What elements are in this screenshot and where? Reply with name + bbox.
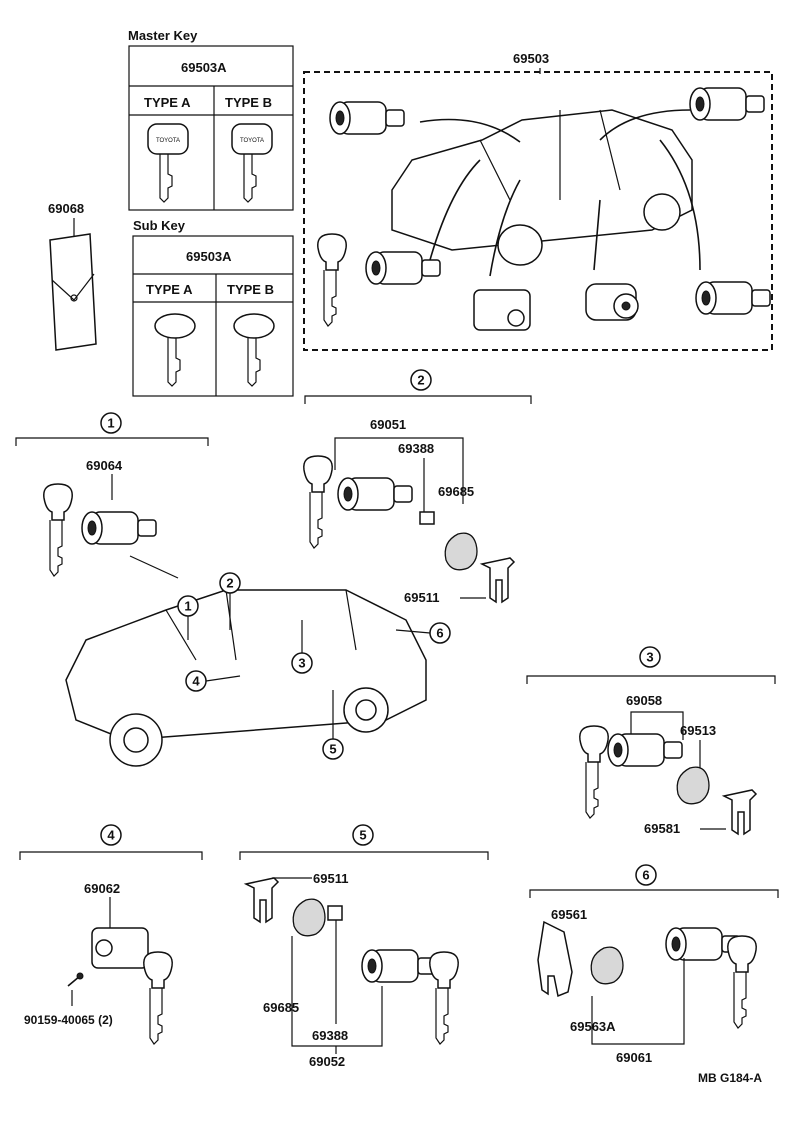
- group6-retainer-label: 69561: [551, 907, 587, 922]
- svg-text:5: 5: [329, 742, 336, 757]
- group3-key-icon: [579, 725, 609, 819]
- lock-set-hatch-cylinder-icon: [695, 281, 771, 315]
- group3-number-badge: [639, 646, 661, 668]
- group4-number: 4: [107, 828, 115, 843]
- center-car-icon: [65, 589, 427, 767]
- group6-bracket: [529, 889, 779, 898]
- group5-bracket: [239, 851, 489, 860]
- group1-key-icon: [43, 483, 73, 577]
- master-key-table: [128, 45, 294, 211]
- group3-retainer-icon: [723, 789, 757, 835]
- master-key-type-a: TYPE A: [144, 95, 191, 110]
- group1-bracket: [15, 437, 209, 446]
- group5-pin-icon: [327, 905, 343, 921]
- group2-number: 2: [417, 373, 424, 388]
- group6-pad-label: 69563A: [570, 1019, 616, 1034]
- svg-text:2: 2: [226, 576, 233, 591]
- lock-set-trunk-cylinder-icon: [473, 289, 531, 331]
- group6-cylinder-label: 69061: [616, 1050, 652, 1065]
- group2-pad-icon: [444, 532, 478, 571]
- group4-number-badge: [100, 824, 122, 846]
- group5-number: 5: [359, 828, 366, 843]
- group3-bracket: [526, 675, 776, 684]
- group4-cylinder-label: 69062: [84, 881, 120, 896]
- car-callouts: 1 2 3 4 5 6: [177, 572, 451, 760]
- svg-text:4: 4: [192, 674, 200, 689]
- group3-pad-label: 69513: [680, 723, 716, 738]
- lock-set-key-icon: [317, 233, 347, 327]
- group2-number-badge: [410, 369, 432, 391]
- group2-retainer-label: 69511: [404, 590, 439, 605]
- group4-screw-icon: [67, 972, 84, 987]
- group5-pad-icon: [292, 898, 326, 937]
- group6-number-badge: [635, 864, 657, 886]
- sub-key-table: [132, 235, 294, 397]
- group5-retainer-label: 69511: [313, 871, 348, 886]
- master-key-heading: Master Key: [128, 28, 198, 43]
- group2-bracket: [304, 395, 532, 404]
- lock-set-ignition-cylinder-icon: [365, 251, 441, 285]
- group2-pin-icon: [419, 511, 435, 525]
- master-key-type-b-icon: TOYOTA: [231, 123, 273, 203]
- master-key-part-number: 69503A: [181, 60, 227, 75]
- lock-set-label: 69503: [513, 51, 549, 66]
- group2-cylinder-label: 69051: [370, 417, 406, 432]
- group3-number: 3: [646, 650, 653, 665]
- group2-pad-label: 69685: [438, 484, 474, 499]
- lock-set-glovebox-cylinder-icon: [585, 283, 639, 321]
- group4-bracket: [19, 851, 203, 860]
- group3-cylinder-icon: [607, 733, 683, 767]
- group3-pad-icon: [676, 766, 710, 805]
- lock-set-door-cylinder-left-icon: [329, 101, 405, 135]
- group4-glovebox-cylinder-icon: [91, 927, 149, 969]
- group5-cylinder-label: 69052: [309, 1054, 345, 1069]
- group6-pad-icon: [590, 946, 624, 985]
- svg-text:TOYOTA: TOYOTA: [156, 138, 180, 144]
- group1-number: 1: [107, 416, 114, 431]
- master-key-type-b: TYPE B: [225, 95, 272, 110]
- group1-number-badge: [100, 412, 122, 434]
- key-plate-icon: [49, 233, 97, 351]
- group5-key-icon: [429, 951, 459, 1045]
- group3-retainer-label: 69581: [644, 821, 680, 836]
- group5-retainer-icon: [245, 877, 279, 923]
- group1-cylinder-label: 69064: [86, 458, 123, 473]
- master-key-type-a-icon: TOYOTA: [147, 123, 189, 203]
- figure-code: MB G184-A: [698, 1071, 762, 1085]
- group5-number-badge: [352, 824, 374, 846]
- group5-door-cylinder-icon: [361, 949, 437, 983]
- group2-retainer-icon: [481, 557, 515, 603]
- sub-key-type-b: TYPE B: [227, 282, 274, 297]
- lock-set-box: [303, 71, 773, 351]
- sub-key-type-a-icon: [154, 313, 196, 387]
- group2-pin-label: 69388: [398, 441, 434, 456]
- lock-set-car-icon: [391, 109, 693, 266]
- svg-text:1: 1: [184, 599, 191, 614]
- group3-cylinder-label: 69058: [626, 693, 662, 708]
- svg-text:TOYOTA: TOYOTA: [240, 138, 264, 144]
- svg-text:3: 3: [298, 656, 305, 671]
- group6-number: 6: [642, 868, 649, 883]
- sub-key-type-b-icon: [233, 313, 275, 387]
- sub-key-heading: Sub Key: [133, 218, 186, 233]
- group2-key-icon: [303, 455, 333, 549]
- group4-key-icon: [143, 951, 173, 1045]
- group5-pin-label: 69388: [312, 1028, 348, 1043]
- group6-retainer-icon: [537, 920, 573, 998]
- group1-ignition-cylinder-icon: [81, 511, 157, 545]
- lock-set-arrows: [419, 109, 701, 277]
- group6-key-icon: [727, 935, 757, 1029]
- group5-pad-label: 69685: [263, 1000, 299, 1015]
- sub-key-part-number: 69503A: [186, 249, 232, 264]
- lock-set-door-cylinder-right-icon: [689, 87, 765, 121]
- key-plate-label: 69068: [48, 201, 84, 216]
- sub-key-type-a: TYPE A: [146, 282, 193, 297]
- svg-text:6: 6: [436, 626, 443, 641]
- group4-screw-label: 90159-40065 (2): [24, 1013, 113, 1027]
- group2-door-cylinder-icon: [337, 477, 413, 511]
